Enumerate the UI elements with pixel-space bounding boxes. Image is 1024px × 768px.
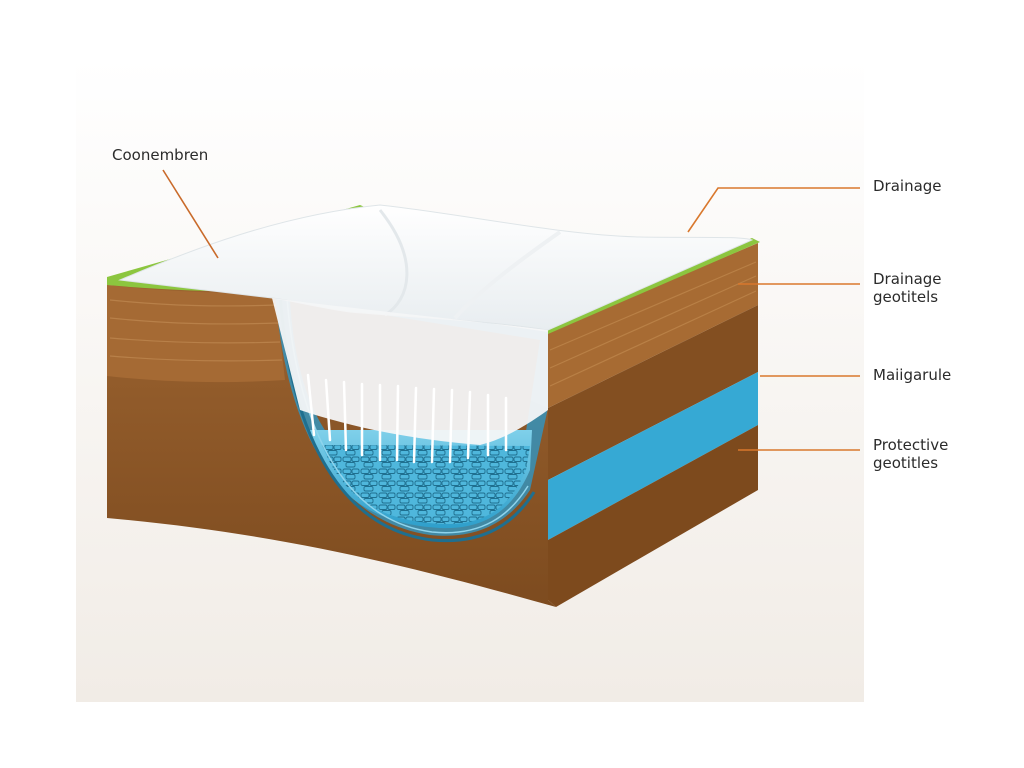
- right-dark-soil-layer: [548, 305, 758, 480]
- right-soil-block: [545, 238, 760, 607]
- right-grass-edge: [545, 238, 760, 334]
- right-water-layer: [548, 372, 758, 540]
- leader-lines: [162, 169, 860, 451]
- right-top-soil-layer: [548, 243, 758, 408]
- leader-drainage: [687, 187, 860, 233]
- label-maiigarule: Maiigarule: [873, 366, 952, 384]
- membrane-drape: [272, 298, 548, 445]
- left-top-soil-layer: [107, 285, 285, 383]
- label-drainage: Drainage: [873, 177, 942, 195]
- cobble-drainage-bed: [322, 445, 530, 525]
- label-drainage-geotitels: Drainage geotitels: [873, 270, 942, 306]
- drainage-strands: [306, 373, 508, 464]
- geotextile-membrane: [118, 204, 754, 464]
- leader-coonembren: [162, 169, 219, 259]
- right-bottom-soil-layer: [548, 425, 758, 607]
- label-protective-geotitles: Protective geotitles: [873, 436, 949, 472]
- label-coonembren: Coonembren: [112, 146, 209, 164]
